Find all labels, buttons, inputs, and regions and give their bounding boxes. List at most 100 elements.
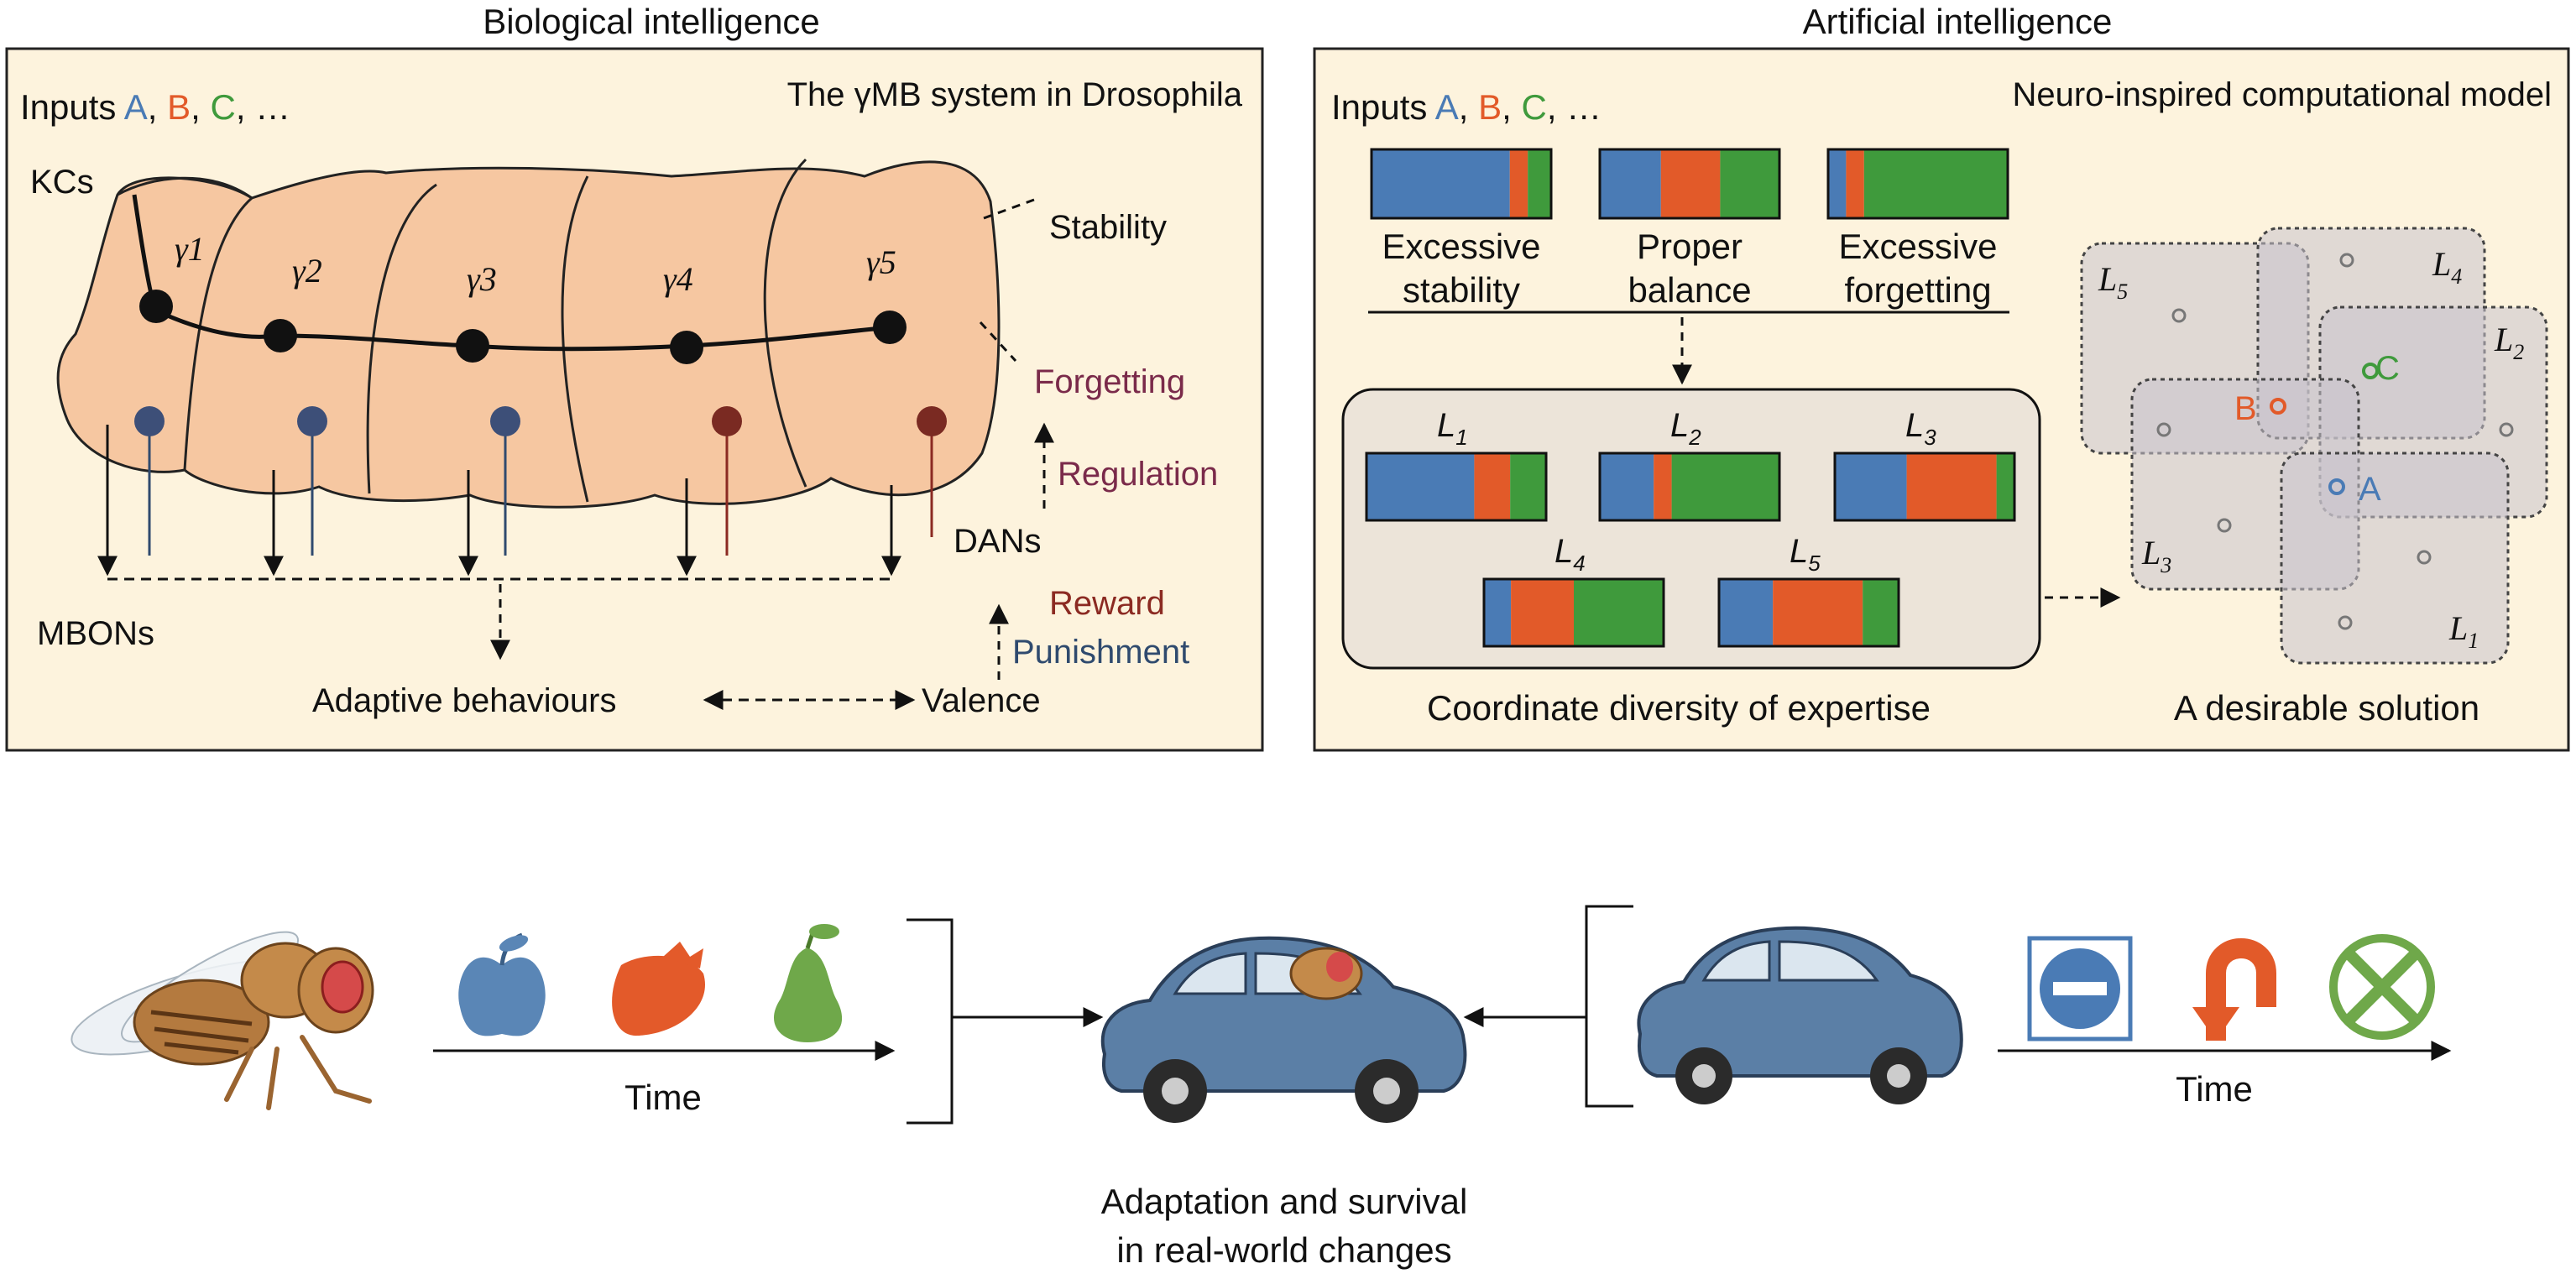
learner-bar-4-green-segment xyxy=(1574,579,1664,646)
u-turn-sign-icon xyxy=(2192,938,2276,1041)
region-label-l4: L4 xyxy=(2432,245,2462,289)
time-label-right: Time xyxy=(2176,1069,2253,1109)
learner-bar-3-red-segment xyxy=(1906,453,1997,520)
reward-label: Reward xyxy=(1049,585,1165,622)
no-entry-sign-icon xyxy=(2027,936,2133,1041)
balance-label-3-line1: Excessive xyxy=(1838,227,1997,266)
bracket-right xyxy=(1585,905,1633,1108)
learner-bar-3 xyxy=(1833,452,2016,522)
balance-label-3-line2: forgetting xyxy=(1844,270,1991,310)
balance-bar-3-red-segment xyxy=(1846,149,1864,218)
learner-bar-5-blue-segment xyxy=(1719,579,1774,646)
solution-space: L5 L4 L2 L3 L1 A B C xyxy=(2080,227,2548,665)
learner-label-1: L1 xyxy=(1437,407,1468,450)
car-icon xyxy=(1637,926,1963,1104)
point-a xyxy=(2328,478,2345,495)
strawberry-icon xyxy=(612,942,706,1036)
regulation-label: Regulation xyxy=(1058,456,1218,493)
learner-label-3: L3 xyxy=(1905,407,1936,450)
balance-bar-3-green-segment xyxy=(1863,149,2008,218)
lobe-label-1: γ1 xyxy=(175,230,205,268)
point-c xyxy=(2362,363,2379,379)
bio-subtitle: The γMB system in Drosophila xyxy=(787,76,1243,113)
lobe-node-2 xyxy=(264,319,297,352)
cross-sign-icon xyxy=(2329,934,2435,1040)
balance-bar-2 xyxy=(1598,148,1781,220)
dan-terminals xyxy=(134,406,947,556)
point-c-label: C xyxy=(2375,350,2400,387)
forgetting-label: Forgetting xyxy=(1034,363,1185,400)
learner-bar-2-blue-segment xyxy=(1600,453,1654,520)
mushroom-body xyxy=(56,158,1001,509)
lobe-label-2: γ2 xyxy=(292,252,322,290)
balance-label-2-line2: balance xyxy=(1628,270,1751,310)
ai-heading: Artificial intelligence xyxy=(1803,2,2113,41)
apple-icon xyxy=(458,932,546,1036)
lobe-node-5 xyxy=(873,311,907,344)
stability-label: Stability xyxy=(1049,209,1167,246)
dan-punish-2 xyxy=(297,406,327,436)
valence-label: Valence xyxy=(922,682,1041,719)
balance-bars: Excessive stability Proper balance Excessive… xyxy=(1370,148,2009,310)
region-label-l1: L1 xyxy=(2448,609,2479,653)
diversity-caption: Coordinate diversity of expertise xyxy=(1427,688,1931,728)
lobe-nodes xyxy=(139,290,907,364)
time-label-left: Time xyxy=(624,1078,702,1117)
learner-bar-3-green-segment xyxy=(1996,453,2014,520)
balance-bar-2-red-segment xyxy=(1660,149,1721,218)
learner-bar-1-green-segment xyxy=(1510,453,1546,520)
lobe-label-3: γ3 xyxy=(467,260,497,298)
dan-reward-5 xyxy=(917,406,947,436)
car-with-fly-icon xyxy=(1100,936,1467,1123)
learner-label-4: L4 xyxy=(1554,533,1586,576)
learner-bar-4 xyxy=(1482,577,1665,648)
region-label-l2: L2 xyxy=(2494,321,2524,364)
lobe-label-5: γ5 xyxy=(866,243,896,281)
lobe-node-4 xyxy=(670,331,703,364)
ai-subtitle: Neuro-inspired computational model xyxy=(2012,76,2552,113)
point-a-label: A xyxy=(2359,471,2381,508)
adaptive-behaviours-label: Adaptive behaviours xyxy=(312,682,616,719)
learner-bar-4-red-segment xyxy=(1511,579,1574,646)
lobe-node-1 xyxy=(139,290,173,323)
learner-bar-3-blue-segment xyxy=(1835,453,1907,520)
learner-bar-1-red-segment xyxy=(1474,453,1511,520)
learner-bar-1 xyxy=(1365,452,1548,522)
balance-label-2-line1: Proper xyxy=(1637,227,1743,266)
region-l1 xyxy=(2280,452,2510,665)
adaptation-caption-line1: Adaptation and survival xyxy=(1101,1182,1468,1221)
dan-punish-1 xyxy=(134,406,165,436)
balance-bar-2-green-segment xyxy=(1720,149,1779,218)
learner-bar-5-red-segment xyxy=(1773,579,1863,646)
balance-label-1-line2: stability xyxy=(1403,270,1520,310)
punishment-label: Punishment xyxy=(1012,634,1189,671)
balance-bar-3-blue-segment xyxy=(1828,149,1847,218)
learner-bar-4-blue-segment xyxy=(1484,579,1512,646)
dans-label: DANs xyxy=(954,523,1041,560)
learner-bar-2-red-segment xyxy=(1654,453,1672,520)
learner-bar-2 xyxy=(1598,452,1781,522)
mbon-arrows xyxy=(97,198,1054,710)
lobe-node-3 xyxy=(456,329,489,363)
kcs-label: KCs xyxy=(30,164,94,201)
region-label-l3: L3 xyxy=(2141,534,2171,577)
learner-label-5: L5 xyxy=(1790,533,1821,576)
learner-bar-5 xyxy=(1717,577,1900,648)
adaptation-caption-line2: in real-world changes xyxy=(1116,1230,1451,1270)
bio-inputs: Inputs A, B, C, … xyxy=(20,87,290,127)
dan-reward-4 xyxy=(712,406,742,436)
point-b-label: B xyxy=(2234,390,2257,427)
region-label-l5: L5 xyxy=(2098,260,2128,304)
point-b xyxy=(2270,398,2286,415)
balance-bar-1-blue-segment xyxy=(1372,149,1510,218)
balance-label-1-line1: Excessive xyxy=(1382,227,1540,266)
dan-punish-3 xyxy=(490,406,520,436)
learner-bar-2-green-segment xyxy=(1671,453,1779,520)
lobe-label-4: γ4 xyxy=(663,260,693,298)
balance-bar-2-blue-segment xyxy=(1600,149,1661,218)
mbons-label: MBONs xyxy=(37,615,154,652)
learner-bar-1-blue-segment xyxy=(1366,453,1475,520)
balance-bar-3 xyxy=(1826,148,2009,220)
